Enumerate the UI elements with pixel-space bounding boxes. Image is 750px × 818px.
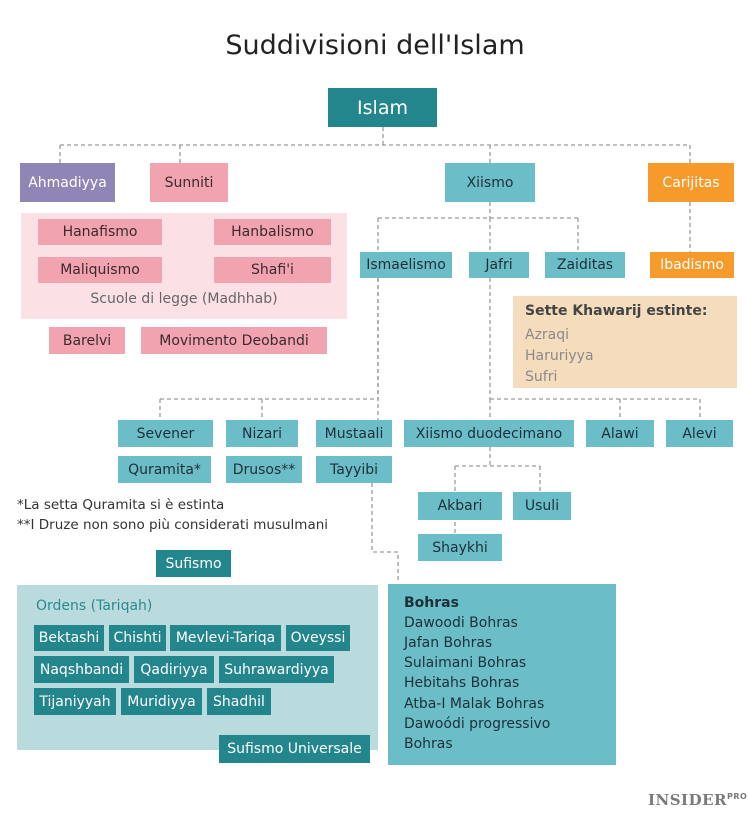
node-ibadismo: Ibadismo	[650, 252, 734, 278]
node-zaiditas: Zaiditas	[545, 252, 625, 278]
bohras-item: Hebitahs Bohras	[404, 675, 520, 691]
note-quramita: *La setta Quramita si è estinta	[17, 497, 225, 513]
node-nizari: Nizari	[226, 420, 298, 447]
node-ahmadiyya: Ahmadiyya	[20, 163, 115, 202]
node-hanbalismo: Hanbalismo	[214, 219, 331, 245]
node-sufismo-universale: Sufismo Universale	[219, 735, 370, 763]
node-islam: Islam	[328, 88, 437, 127]
bohras-item: Jafan Bohras	[404, 635, 493, 651]
node-usuli: Usuli	[513, 492, 571, 520]
page-title: Suddivisioni dell'Islam	[225, 30, 525, 61]
khawarij-panel: Sette Khawarij estinte: Azraqi Haruriyya…	[513, 296, 737, 388]
node-alevi: Alevi	[666, 420, 733, 447]
order-bektashi: Bektashi	[34, 625, 104, 651]
order-naqshbandi: Naqshbandi	[34, 656, 129, 683]
node-mustaali: Mustaali	[316, 420, 392, 447]
node-ismaelismo: Ismaelismo	[360, 252, 452, 278]
node-carijitas: Carijitas	[648, 163, 734, 202]
order-suhrawardiyya: Suhrawardiyya	[219, 656, 334, 683]
node-deobandi: Movimento Deobandi	[141, 327, 327, 354]
note-druze: **I Druze non sono più considerati musul…	[17, 517, 329, 533]
brand-name: INSIDER	[648, 791, 727, 809]
tariqah-title: Ordens (Tariqah)	[36, 598, 153, 614]
order-muridiyya: Muridiyya	[121, 688, 202, 715]
node-sevener: Sevener	[118, 420, 213, 447]
bohras-item: Bohras	[404, 736, 453, 752]
node-xiismo: Xiismo	[445, 163, 535, 202]
node-akbari: Akbari	[418, 492, 502, 520]
node-alawi: Alawi	[586, 420, 654, 447]
khawarij-sufri: Sufri	[525, 369, 558, 385]
bohras-panel: Bohras Dawoodi Bohras Jafan Bohras Sulai…	[388, 584, 616, 765]
order-oveyssi: Oveyssi	[286, 625, 350, 651]
order-chishti: Chishti	[109, 625, 166, 651]
node-barelvi: Barelvi	[49, 327, 125, 354]
node-drusos: Drusos**	[226, 456, 302, 483]
node-sufismo: Sufismo	[156, 550, 231, 577]
node-hanafismo: Hanafismo	[38, 219, 162, 245]
bohras-item: Atba-I Malak Bohras	[404, 696, 545, 712]
brand-sup: PRO	[726, 792, 748, 801]
order-shadhil: Shadhil	[207, 688, 271, 715]
node-shaykhi: Shaykhi	[418, 534, 502, 561]
khawarij-title: Sette Khawarij estinte:	[525, 303, 708, 319]
khawarij-haruriyya: Haruriyya	[525, 348, 594, 364]
khawarij-azraqi: Azraqi	[525, 327, 570, 343]
node-sunniti: Sunniti	[150, 163, 228, 202]
bohras-title: Bohras	[404, 595, 459, 611]
node-xiismo-duodecimano: Xiismo duodecimano	[404, 420, 574, 447]
node-maliquismo: Maliquismo	[38, 257, 162, 283]
madhhab-caption: Scuole di legge (Madhhab)	[90, 291, 278, 307]
node-shafii: Shafi'i	[214, 257, 331, 283]
order-tijaniyyah: Tijaniyyah	[34, 688, 116, 715]
order-qadiriyya: Qadiriyya	[134, 656, 214, 683]
node-quramita: Quramita*	[118, 456, 211, 483]
bohras-item: Sulaimani Bohras	[404, 655, 527, 671]
node-tayyibi: Tayyibi	[316, 456, 392, 483]
bohras-item: Dawoódi progressivo	[404, 716, 551, 732]
brand-logo: INSIDERPRO	[648, 791, 747, 809]
order-mevlevi: Mevlevi-Tariqa	[170, 625, 281, 651]
bohras-item: Dawoodi Bohras	[404, 615, 518, 631]
node-jafri: Jafri	[469, 252, 529, 278]
